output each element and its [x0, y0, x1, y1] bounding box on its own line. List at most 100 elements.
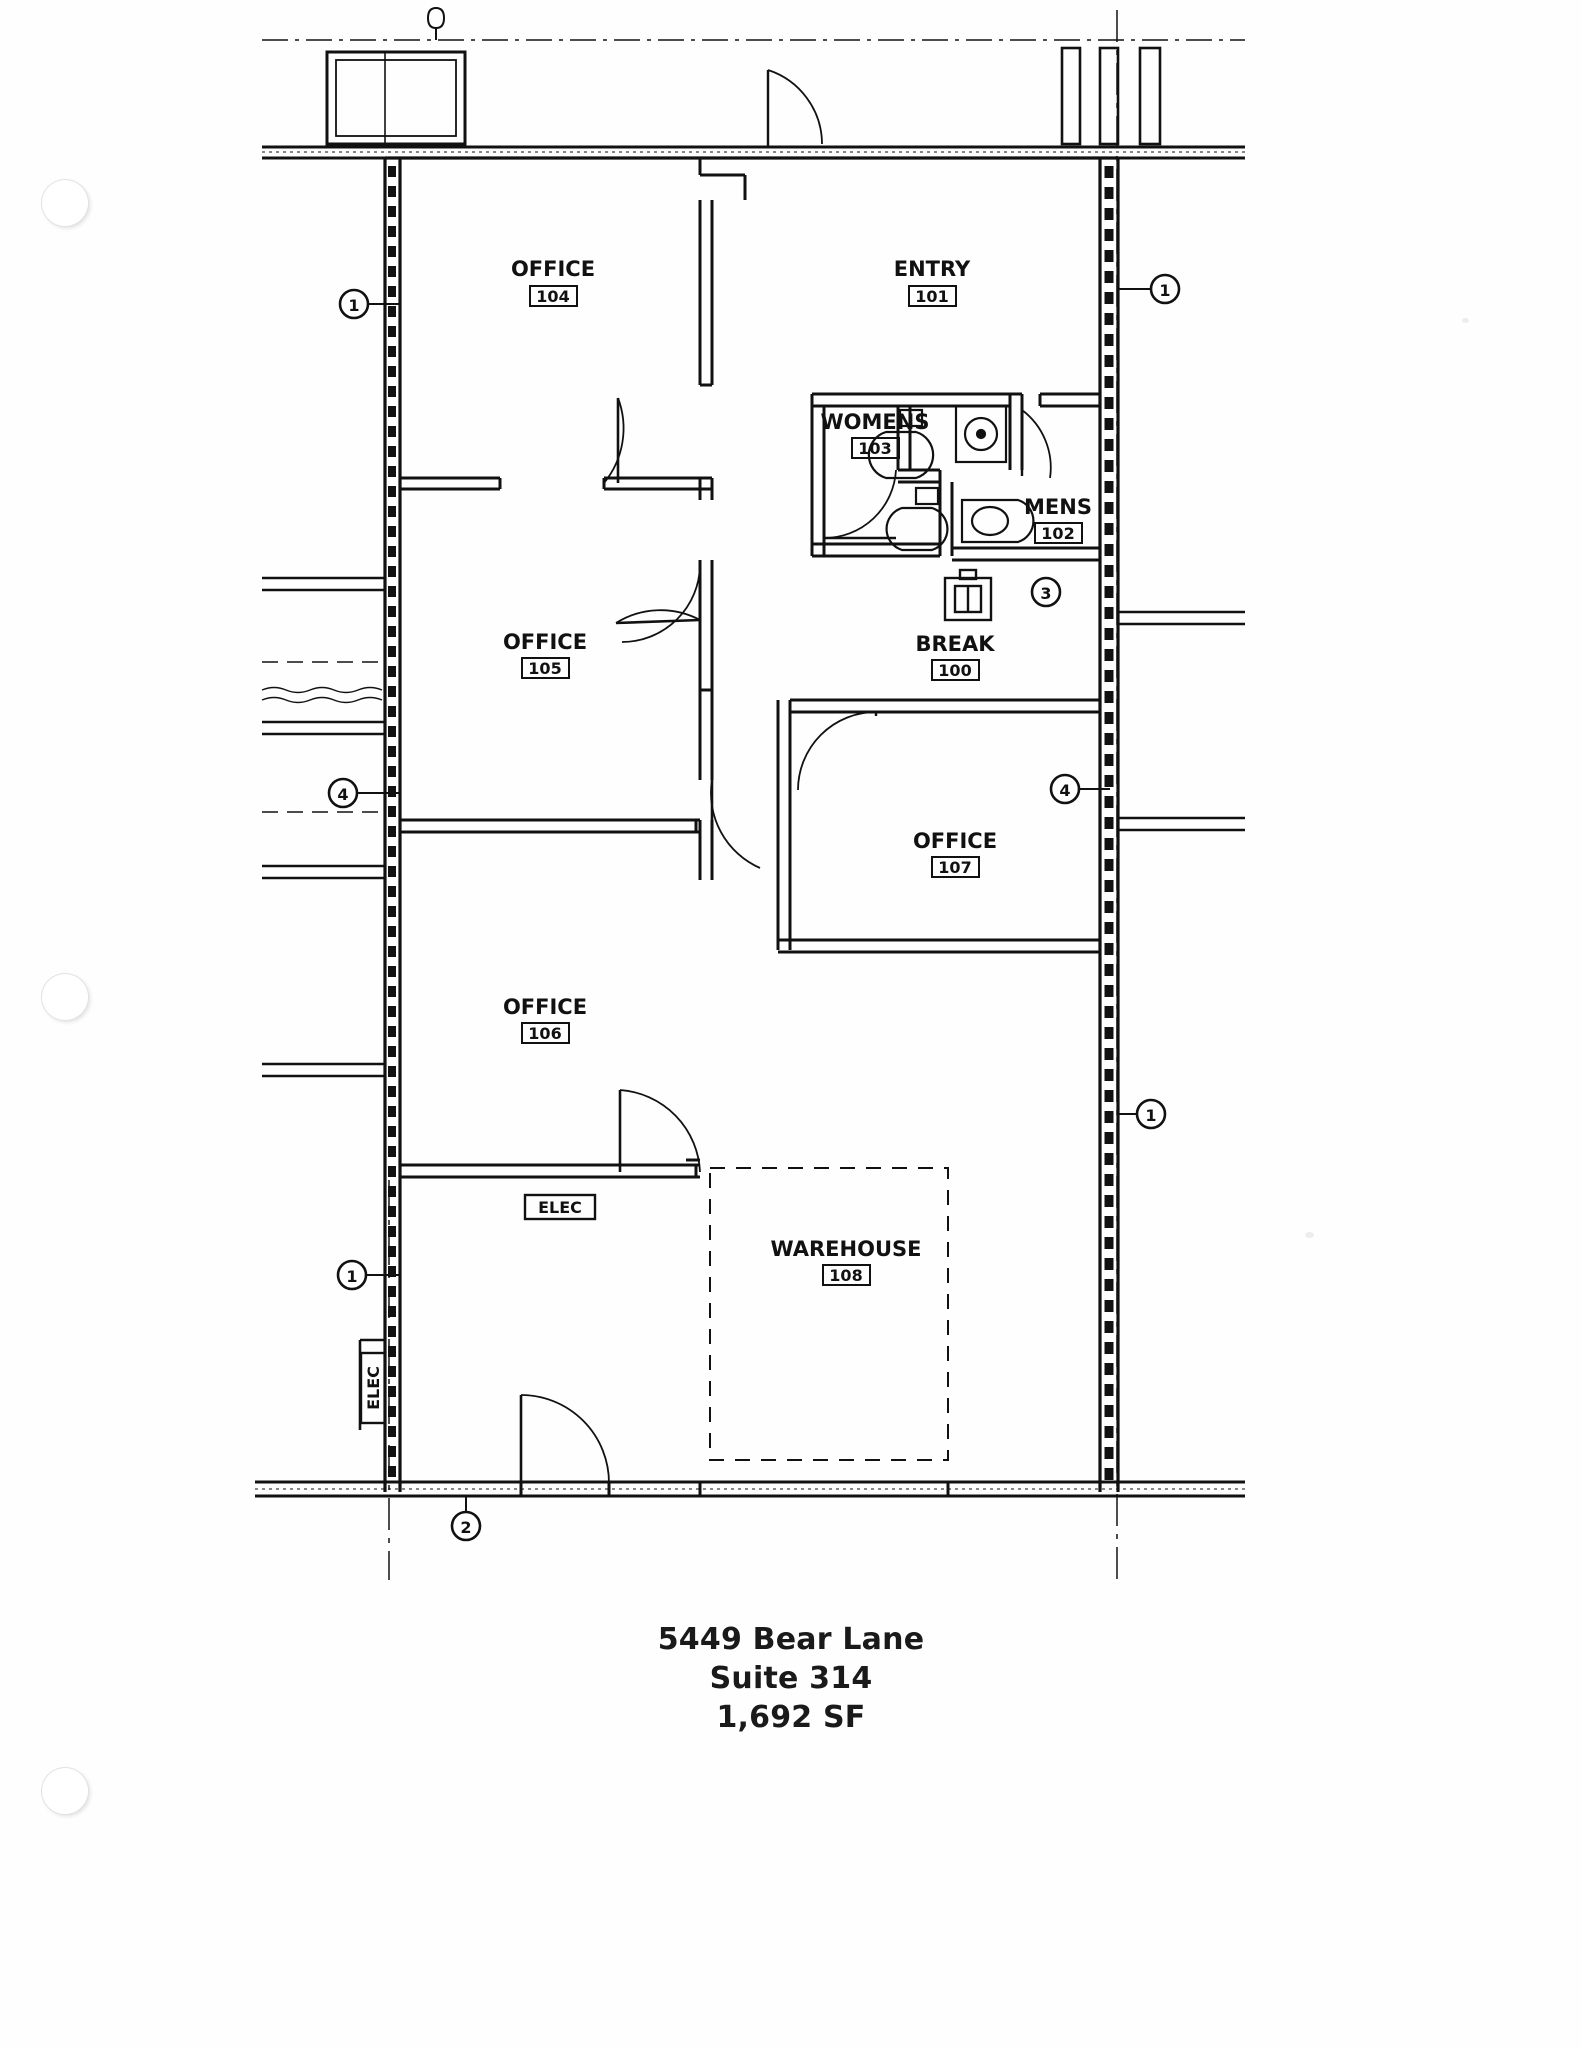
- door-office-104: [603, 397, 625, 484]
- room-number-warehouse-108: 108: [829, 1266, 862, 1285]
- door-warehouse-exterior: [519, 1394, 610, 1484]
- room-label-office-107: OFFICE 107: [913, 829, 997, 878]
- room-name-office-104: OFFICE: [511, 257, 595, 281]
- tag-label-elec-vertical: ELEC: [364, 1366, 383, 1410]
- adjacent-suite-lines-right: [1118, 610, 1245, 832]
- door-womens: [823, 469, 897, 540]
- room-number-box-105: [521, 657, 570, 679]
- door-break: [797, 711, 878, 791]
- door-office-106: [618, 1089, 701, 1173]
- tag-label-elec-horizontal: ELEC: [538, 1198, 582, 1217]
- room-label-office-104: OFFICE 104: [511, 257, 595, 307]
- partition-office105-106: [400, 818, 700, 834]
- left-exterior-wall: [383, 158, 402, 1492]
- adjacent-suite-dashed-left: [262, 661, 385, 813]
- room-number-box-104: [529, 285, 578, 307]
- caption-address: 5449 Bear Lane: [657, 1622, 925, 1657]
- room-number-box-106: [521, 1022, 570, 1044]
- room-label-womens-103: WOMENS 103: [821, 410, 930, 459]
- scan-speck-a: [1305, 1232, 1314, 1238]
- top-left-detail-box: [325, 50, 467, 146]
- room-label-mens-102: MENS 102: [1024, 495, 1092, 544]
- marker-1-left-top[interactable]: 1: [338, 288, 400, 320]
- office-107-walls: [776, 800, 1100, 954]
- mens-toilet-fixture: [885, 486, 949, 552]
- partition-central-vertical: [698, 158, 747, 387]
- room-number-office-105: 105: [528, 659, 561, 678]
- room-label-office-106: OFFICE 106: [503, 995, 587, 1044]
- room-number-entry-101: 101: [915, 287, 948, 306]
- break-counter-sink: [943, 568, 993, 622]
- door-office-105: [615, 609, 701, 625]
- mens-lavatory-fixture: [960, 498, 1035, 544]
- room-number-box-101: [908, 285, 957, 307]
- scan-speck-b: [1462, 318, 1469, 323]
- caption-suite: Suite 314: [709, 1661, 873, 1696]
- partition-office106-bottom: [400, 1158, 700, 1179]
- marker-value-3: 3: [1040, 584, 1051, 603]
- marker-4-left[interactable]: 4: [327, 777, 400, 809]
- top-door-swing: [766, 69, 823, 147]
- top-right-openings: [1060, 46, 1162, 146]
- room-number-office-106: 106: [528, 1024, 561, 1043]
- marker-1-right-top[interactable]: 1: [1118, 273, 1181, 305]
- door-corridor-lower: [710, 779, 761, 872]
- room-number-mens-102: 102: [1041, 524, 1074, 543]
- room-number-womens-103: 103: [858, 439, 891, 458]
- room-name-mens-102: MENS: [1024, 495, 1092, 519]
- tag-elec-horizontal: ELEC: [523, 1193, 597, 1221]
- marker-value-1c: 1: [1145, 1106, 1156, 1125]
- marker-value-1d: 1: [346, 1267, 357, 1286]
- room-number-office-104: 104: [536, 287, 569, 306]
- marker-value-2: 2: [460, 1518, 471, 1537]
- tag-elec-vertical: ELEC: [359, 1351, 387, 1425]
- top-fixture-symbol: [426, 7, 446, 40]
- marker-3-break[interactable]: 3: [1030, 576, 1062, 608]
- room-number-box-100: [931, 659, 980, 681]
- room-label-office-105: OFFICE 105: [503, 630, 587, 679]
- room-label-entry-101: ENTRY 101: [894, 257, 971, 307]
- room-name-warehouse-108: WAREHOUSE: [771, 1237, 922, 1261]
- marker-4-right[interactable]: 4: [1049, 773, 1110, 805]
- adjacent-suite-squiggle: [261, 686, 383, 704]
- equipment-tags: ELEC ELEC: [359, 1193, 597, 1425]
- room-name-break-100: BREAK: [915, 632, 995, 656]
- room-name-office-105: OFFICE: [503, 630, 587, 654]
- room-name-womens-103: WOMENS: [821, 410, 930, 434]
- marker-value-4a: 4: [337, 785, 348, 804]
- bottom-wall-openings: [519, 1482, 950, 1496]
- plan-caption: 5449 Bear Lane Suite 314 1,692 SF: [0, 1620, 1582, 1737]
- marker-value-4b: 4: [1059, 781, 1070, 800]
- room-label-break-100: BREAK 100: [915, 632, 995, 681]
- binder-hole-top: [42, 180, 88, 226]
- adjacent-suite-lines-left: [262, 576, 385, 1078]
- room-number-box-103: [851, 437, 900, 459]
- warehouse-dashed-outline: [709, 1167, 949, 1461]
- room-labels: OFFICE 104 ENTRY 101 WOMENS 103 MENS 102: [503, 257, 1092, 1286]
- door-mens: [1020, 406, 1052, 479]
- partition-office105-corridor: [698, 560, 714, 700]
- partition-office104-105: [400, 476, 714, 500]
- caption-area: 1,692 SF: [716, 1700, 866, 1735]
- door-office-105-upper: [621, 564, 701, 643]
- marker-1-right-lower[interactable]: 1: [1118, 1098, 1167, 1130]
- room-name-office-106: OFFICE: [503, 995, 587, 1019]
- room-number-box-108: [822, 1264, 871, 1286]
- bottom-exterior-wall: [255, 1480, 1245, 1498]
- binder-hole-bottom: [42, 1768, 88, 1814]
- room-name-entry-101: ENTRY: [894, 257, 971, 281]
- keynote-markers: 1 1 3 4 4: [327, 273, 1181, 1542]
- room-number-box-107: [931, 856, 980, 878]
- room-name-office-107: OFFICE: [913, 829, 997, 853]
- room-label-warehouse-108: WAREHOUSE 108: [771, 1237, 922, 1286]
- right-exterior-wall: [1098, 158, 1120, 1492]
- womens-toilet-fixture: [867, 408, 935, 480]
- womens-lavatory-fixture: [954, 404, 1008, 464]
- partition-break-107: [776, 698, 1100, 800]
- marker-1-left-lower[interactable]: 1: [336, 1259, 400, 1291]
- binder-hole-middle: [42, 974, 88, 1020]
- marker-2-bottom[interactable]: 2: [450, 1496, 482, 1542]
